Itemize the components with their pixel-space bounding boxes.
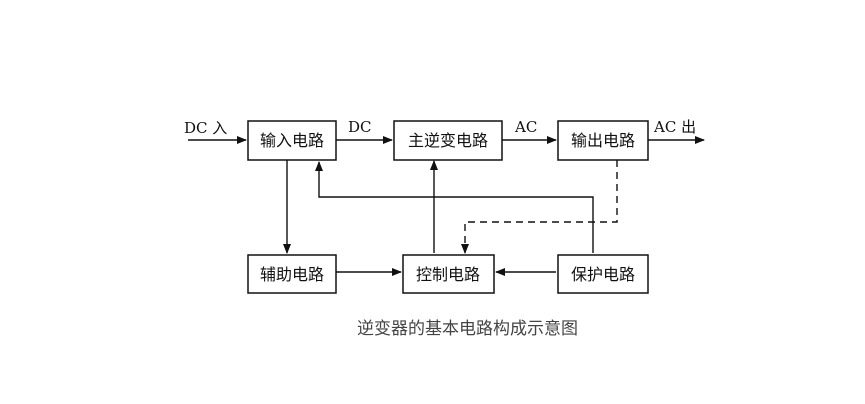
block-input-circuit: 输入电路 <box>247 120 337 161</box>
signal-ac: AC <box>514 118 537 136</box>
block-input-label: 输入电路 <box>260 131 324 150</box>
wire-output-sense-dashed <box>461 160 618 254</box>
block-inverter-label: 主逆变电路 <box>408 131 488 150</box>
block-auxiliary-label: 辅助电路 <box>260 265 324 284</box>
wire-protection-feedback-to-input <box>315 161 594 253</box>
signal-ac-out: AC 出 <box>653 118 696 136</box>
block-control-circuit: 控制电路 <box>402 254 495 294</box>
block-main-inverter: 主逆变电路 <box>393 120 503 161</box>
block-output-label: 输出电路 <box>571 131 635 150</box>
block-protection-label: 保护电路 <box>571 265 635 284</box>
block-auxiliary-circuit: 辅助电路 <box>247 254 337 294</box>
signal-dc: DC <box>348 118 372 136</box>
signal-dc-in: DC 入 <box>184 119 227 137</box>
block-protection-circuit: 保护电路 <box>557 254 649 294</box>
block-output-circuit: 输出电路 <box>557 120 649 161</box>
block-control-label: 控制电路 <box>416 265 480 284</box>
diagram-caption: 逆变器的基本电路构成示意图 <box>357 319 578 339</box>
